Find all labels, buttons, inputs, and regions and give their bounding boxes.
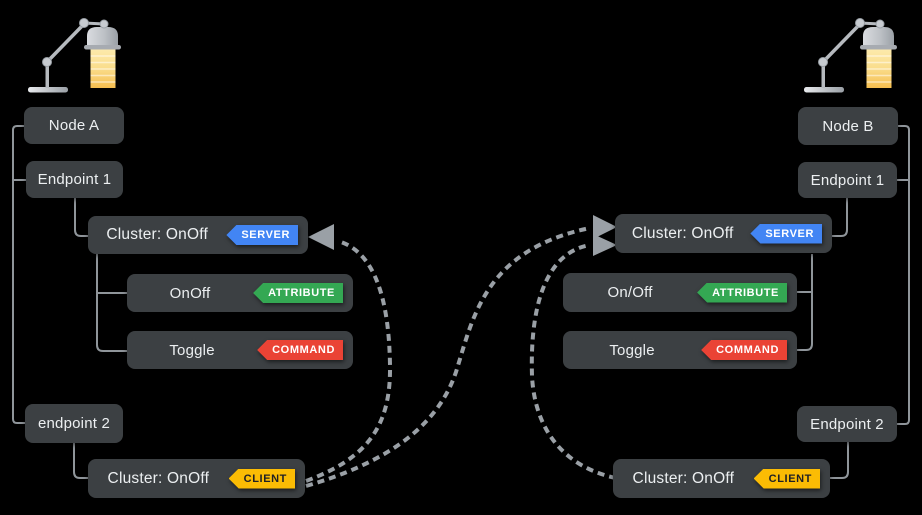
node-a-box: Node A bbox=[24, 107, 124, 144]
node-b-onoff-attribute-box: On/Off ATTRIBUTE bbox=[563, 273, 797, 312]
node-a-endpoint2-box: endpoint 2 bbox=[25, 404, 123, 443]
arrowheads bbox=[308, 215, 617, 256]
node-b-box: Node B bbox=[798, 107, 898, 145]
desk-lamp-icon bbox=[26, 16, 123, 95]
client-badge: CLIENT bbox=[753, 468, 820, 489]
node-b-onoff-client-cluster-box: Cluster: OnOff CLIENT bbox=[613, 459, 830, 498]
arrow-clientA-to-serverA bbox=[305, 239, 393, 483]
cluster-label: Cluster: OnOff bbox=[107, 469, 210, 487]
desk-lamp-icon bbox=[802, 16, 899, 95]
client-server-dashed-arrows bbox=[305, 226, 617, 488]
node-a-onoff-attribute-box: OnOff ATTRIBUTE bbox=[127, 274, 353, 312]
attribute-badge: ATTRIBUTE bbox=[253, 283, 343, 303]
server-badge: SERVER bbox=[226, 225, 298, 245]
node-b-endpoint2-box: Endpoint 2 bbox=[797, 406, 897, 442]
node-b-tree-lines bbox=[797, 125, 910, 479]
cluster-label: Cluster: OnOff bbox=[631, 224, 734, 242]
node-b-endpoint1-box: Endpoint 1 bbox=[798, 162, 897, 198]
node-b-onoff-server-cluster-box: Cluster: OnOff SERVER bbox=[615, 214, 832, 253]
command-label: Toggle bbox=[609, 341, 655, 359]
server-badge: SERVER bbox=[750, 223, 822, 244]
node-a-label: Node A bbox=[48, 117, 100, 134]
node-b-endpoint2-label: Endpoint 2 bbox=[810, 415, 884, 433]
node-a-tree-lines bbox=[12, 125, 127, 479]
node-a-toggle-command-box: Toggle COMMAND bbox=[127, 331, 353, 369]
cluster-label: Cluster: OnOff bbox=[106, 226, 208, 243]
node-a-onoff-client-cluster-box: Cluster: OnOff CLIENT bbox=[88, 459, 305, 498]
node-b-label: Node B bbox=[822, 117, 874, 135]
arrowhead-into-server-b-lower bbox=[593, 234, 617, 256]
client-badge: CLIENT bbox=[228, 468, 295, 489]
command-badge: COMMAND bbox=[701, 340, 787, 360]
node-a-onoff-server-cluster-box: Cluster: OnOff SERVER bbox=[88, 216, 308, 254]
arrow-clientA-to-serverB bbox=[305, 226, 591, 488]
command-label: Toggle bbox=[169, 341, 215, 359]
arrowhead-into-server-b-upper bbox=[593, 215, 617, 239]
node-b-toggle-command-box: Toggle COMMAND bbox=[563, 331, 797, 369]
node-b-endpoint1-label: Endpoint 1 bbox=[810, 171, 885, 189]
attribute-label: OnOff bbox=[169, 284, 211, 302]
attribute-badge: ATTRIBUTE bbox=[697, 282, 787, 303]
command-badge: COMMAND bbox=[257, 340, 343, 360]
cluster-label: Cluster: OnOff bbox=[632, 469, 735, 487]
attribute-label: On/Off bbox=[607, 284, 653, 301]
node-a-endpoint2-label: endpoint 2 bbox=[37, 415, 111, 432]
arrowhead-into-server-a bbox=[308, 224, 334, 250]
node-a-endpoint1-label: Endpoint 1 bbox=[37, 171, 112, 188]
node-a-endpoint1-box: Endpoint 1 bbox=[26, 161, 123, 198]
